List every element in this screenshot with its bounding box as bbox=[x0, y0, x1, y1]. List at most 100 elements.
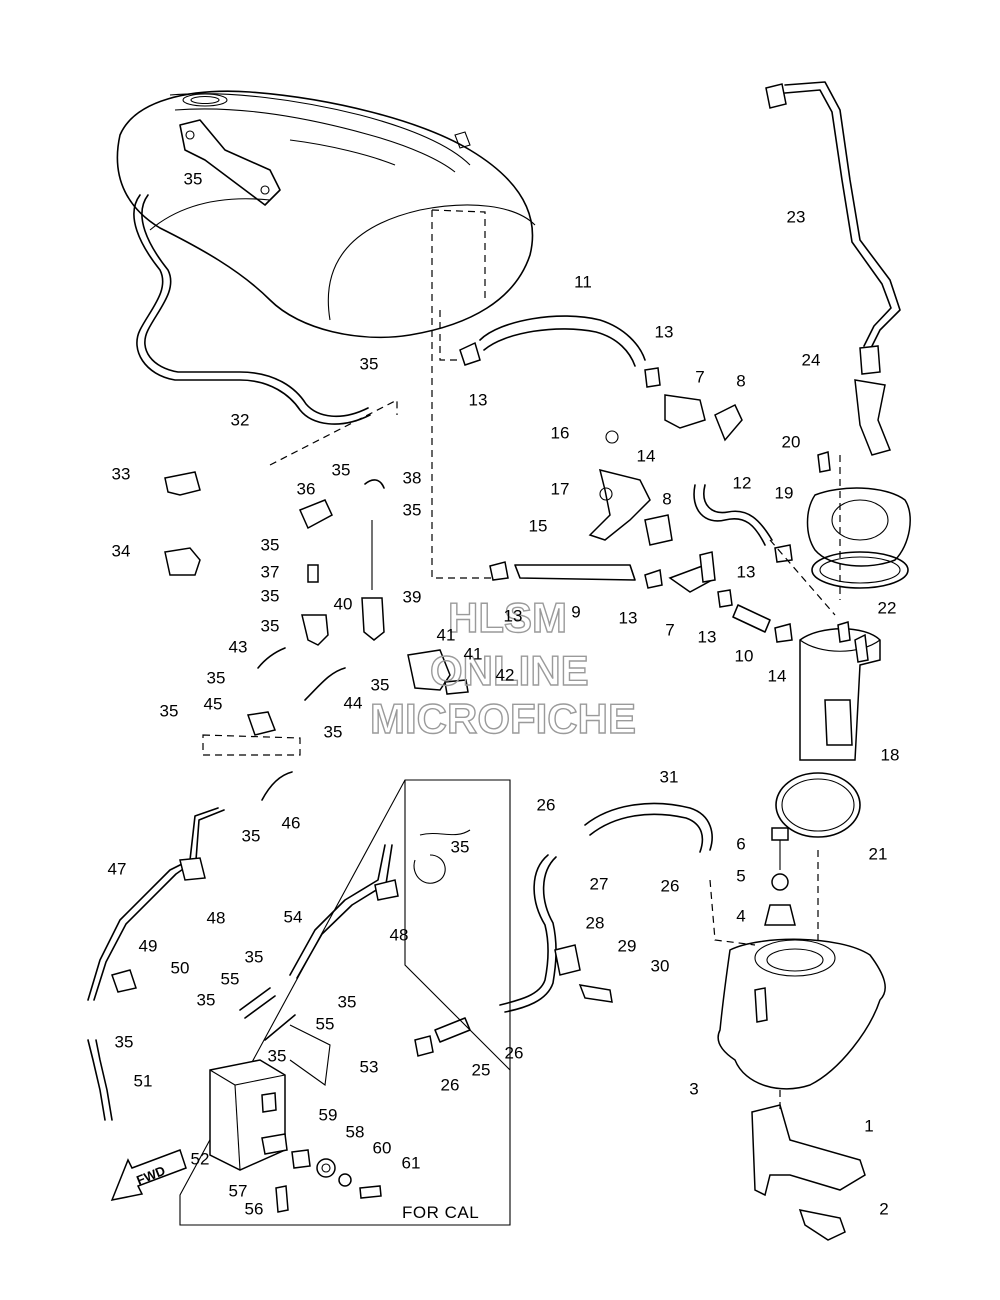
callout-35: 35 bbox=[261, 586, 280, 605]
watermark-line2: ONLINE bbox=[430, 647, 589, 694]
callout-13: 13 bbox=[619, 608, 638, 627]
callout-35: 35 bbox=[332, 460, 351, 479]
callout-13: 13 bbox=[469, 390, 488, 409]
callout-51: 51 bbox=[134, 1071, 153, 1090]
callout-35: 35 bbox=[160, 701, 179, 720]
callout-35: 35 bbox=[360, 354, 379, 373]
callout-17: 17 bbox=[551, 479, 570, 498]
callout-35: 35 bbox=[242, 826, 261, 845]
callout-35: 35 bbox=[403, 500, 422, 519]
callout-20: 20 bbox=[782, 432, 801, 451]
callout-60: 60 bbox=[373, 1138, 392, 1157]
callout-14: 14 bbox=[637, 446, 656, 465]
callout-24: 24 bbox=[802, 350, 821, 369]
forward-arrow-icon: FWD bbox=[110, 1149, 187, 1202]
callout-4: 4 bbox=[736, 906, 745, 925]
callout-37: 37 bbox=[261, 562, 280, 581]
callout-10: 10 bbox=[735, 646, 754, 665]
callout-35: 35 bbox=[324, 722, 343, 741]
callout-21: 21 bbox=[869, 844, 888, 863]
callout-26: 26 bbox=[661, 876, 680, 895]
callout-28: 28 bbox=[586, 913, 605, 932]
callout-36: 36 bbox=[297, 479, 316, 498]
callout-52: 52 bbox=[191, 1149, 210, 1168]
callout-11: 11 bbox=[574, 272, 592, 291]
callout-58: 58 bbox=[346, 1122, 365, 1141]
callout-7: 7 bbox=[665, 620, 674, 639]
callout-49: 49 bbox=[139, 936, 158, 955]
callout-35: 35 bbox=[261, 616, 280, 635]
callout-25: 25 bbox=[472, 1060, 491, 1079]
callout-27: 27 bbox=[590, 874, 609, 893]
callout-56: 56 bbox=[245, 1199, 264, 1218]
callout-34: 34 bbox=[112, 541, 131, 560]
callout-15: 15 bbox=[529, 516, 548, 535]
vent-hose-32 bbox=[133, 194, 398, 466]
callout-35: 35 bbox=[338, 992, 357, 1011]
callout-9: 9 bbox=[571, 602, 580, 621]
callout-57: 57 bbox=[229, 1181, 248, 1200]
callout-46: 46 bbox=[282, 813, 301, 832]
watermark-line1: HLSM bbox=[448, 594, 567, 641]
callout-40: 40 bbox=[334, 594, 353, 613]
callout-30: 30 bbox=[651, 956, 670, 975]
callout-35: 35 bbox=[268, 1046, 287, 1065]
callout-35: 35 bbox=[184, 169, 203, 188]
callout-22: 22 bbox=[878, 598, 897, 617]
callout-29: 29 bbox=[618, 936, 637, 955]
callout-7: 7 bbox=[695, 367, 704, 386]
evap-fittings-group bbox=[164, 471, 385, 801]
callout-41: 41 bbox=[437, 625, 456, 644]
callout-41: 41 bbox=[464, 644, 483, 663]
callout-8: 8 bbox=[736, 371, 745, 390]
callout-16: 16 bbox=[551, 423, 570, 442]
callout-13: 13 bbox=[698, 627, 717, 646]
callout-13: 13 bbox=[737, 562, 756, 581]
callout-5: 5 bbox=[736, 866, 745, 885]
callout-18: 18 bbox=[881, 745, 900, 764]
callout-47: 47 bbox=[108, 859, 127, 878]
callout-54: 54 bbox=[284, 907, 303, 926]
callout-45: 45 bbox=[204, 694, 223, 713]
callout-35: 35 bbox=[245, 947, 264, 966]
drain-hoses-47-51 bbox=[87, 807, 225, 1121]
callout-26: 26 bbox=[441, 1075, 460, 1094]
fuel-hoses-center bbox=[407, 315, 793, 695]
callout-35: 35 bbox=[197, 990, 216, 1009]
fuel-pump-assembly bbox=[709, 81, 911, 1241]
callout-8: 8 bbox=[662, 489, 671, 508]
callout-1: 1 bbox=[864, 1116, 873, 1135]
callout-3: 3 bbox=[689, 1079, 698, 1098]
callout-32: 32 bbox=[231, 410, 250, 429]
callout-39: 39 bbox=[403, 587, 422, 606]
callout-26: 26 bbox=[537, 795, 556, 814]
callout-61: 61 bbox=[402, 1153, 421, 1172]
callout-53: 53 bbox=[360, 1057, 379, 1076]
california-canister-box: FOR CAL bbox=[179, 779, 511, 1226]
callout-31: 31 bbox=[660, 767, 679, 786]
fuel-tank bbox=[116, 90, 536, 579]
callout-13: 13 bbox=[504, 606, 523, 625]
callout-33: 33 bbox=[112, 464, 131, 483]
callout-35: 35 bbox=[371, 675, 390, 694]
callout-2: 2 bbox=[879, 1199, 888, 1218]
callout-50: 50 bbox=[171, 958, 190, 977]
callout-38: 38 bbox=[403, 468, 422, 487]
callout-35: 35 bbox=[115, 1032, 134, 1051]
callout-55: 55 bbox=[221, 969, 240, 988]
callout-14: 14 bbox=[768, 666, 787, 685]
callout-44: 44 bbox=[344, 693, 363, 712]
callout-6: 6 bbox=[736, 834, 745, 853]
callout-35: 35 bbox=[451, 837, 470, 856]
return-hoses bbox=[414, 802, 713, 1057]
callout-12: 12 bbox=[733, 473, 752, 492]
callout-23: 23 bbox=[787, 207, 806, 226]
callout-48: 48 bbox=[207, 908, 226, 927]
callout-13: 13 bbox=[655, 322, 674, 341]
callout-48: 48 bbox=[390, 925, 409, 944]
watermark-line3: MICROFICHE bbox=[370, 695, 636, 742]
callout-42: 42 bbox=[496, 665, 515, 684]
callout-26: 26 bbox=[505, 1043, 524, 1062]
